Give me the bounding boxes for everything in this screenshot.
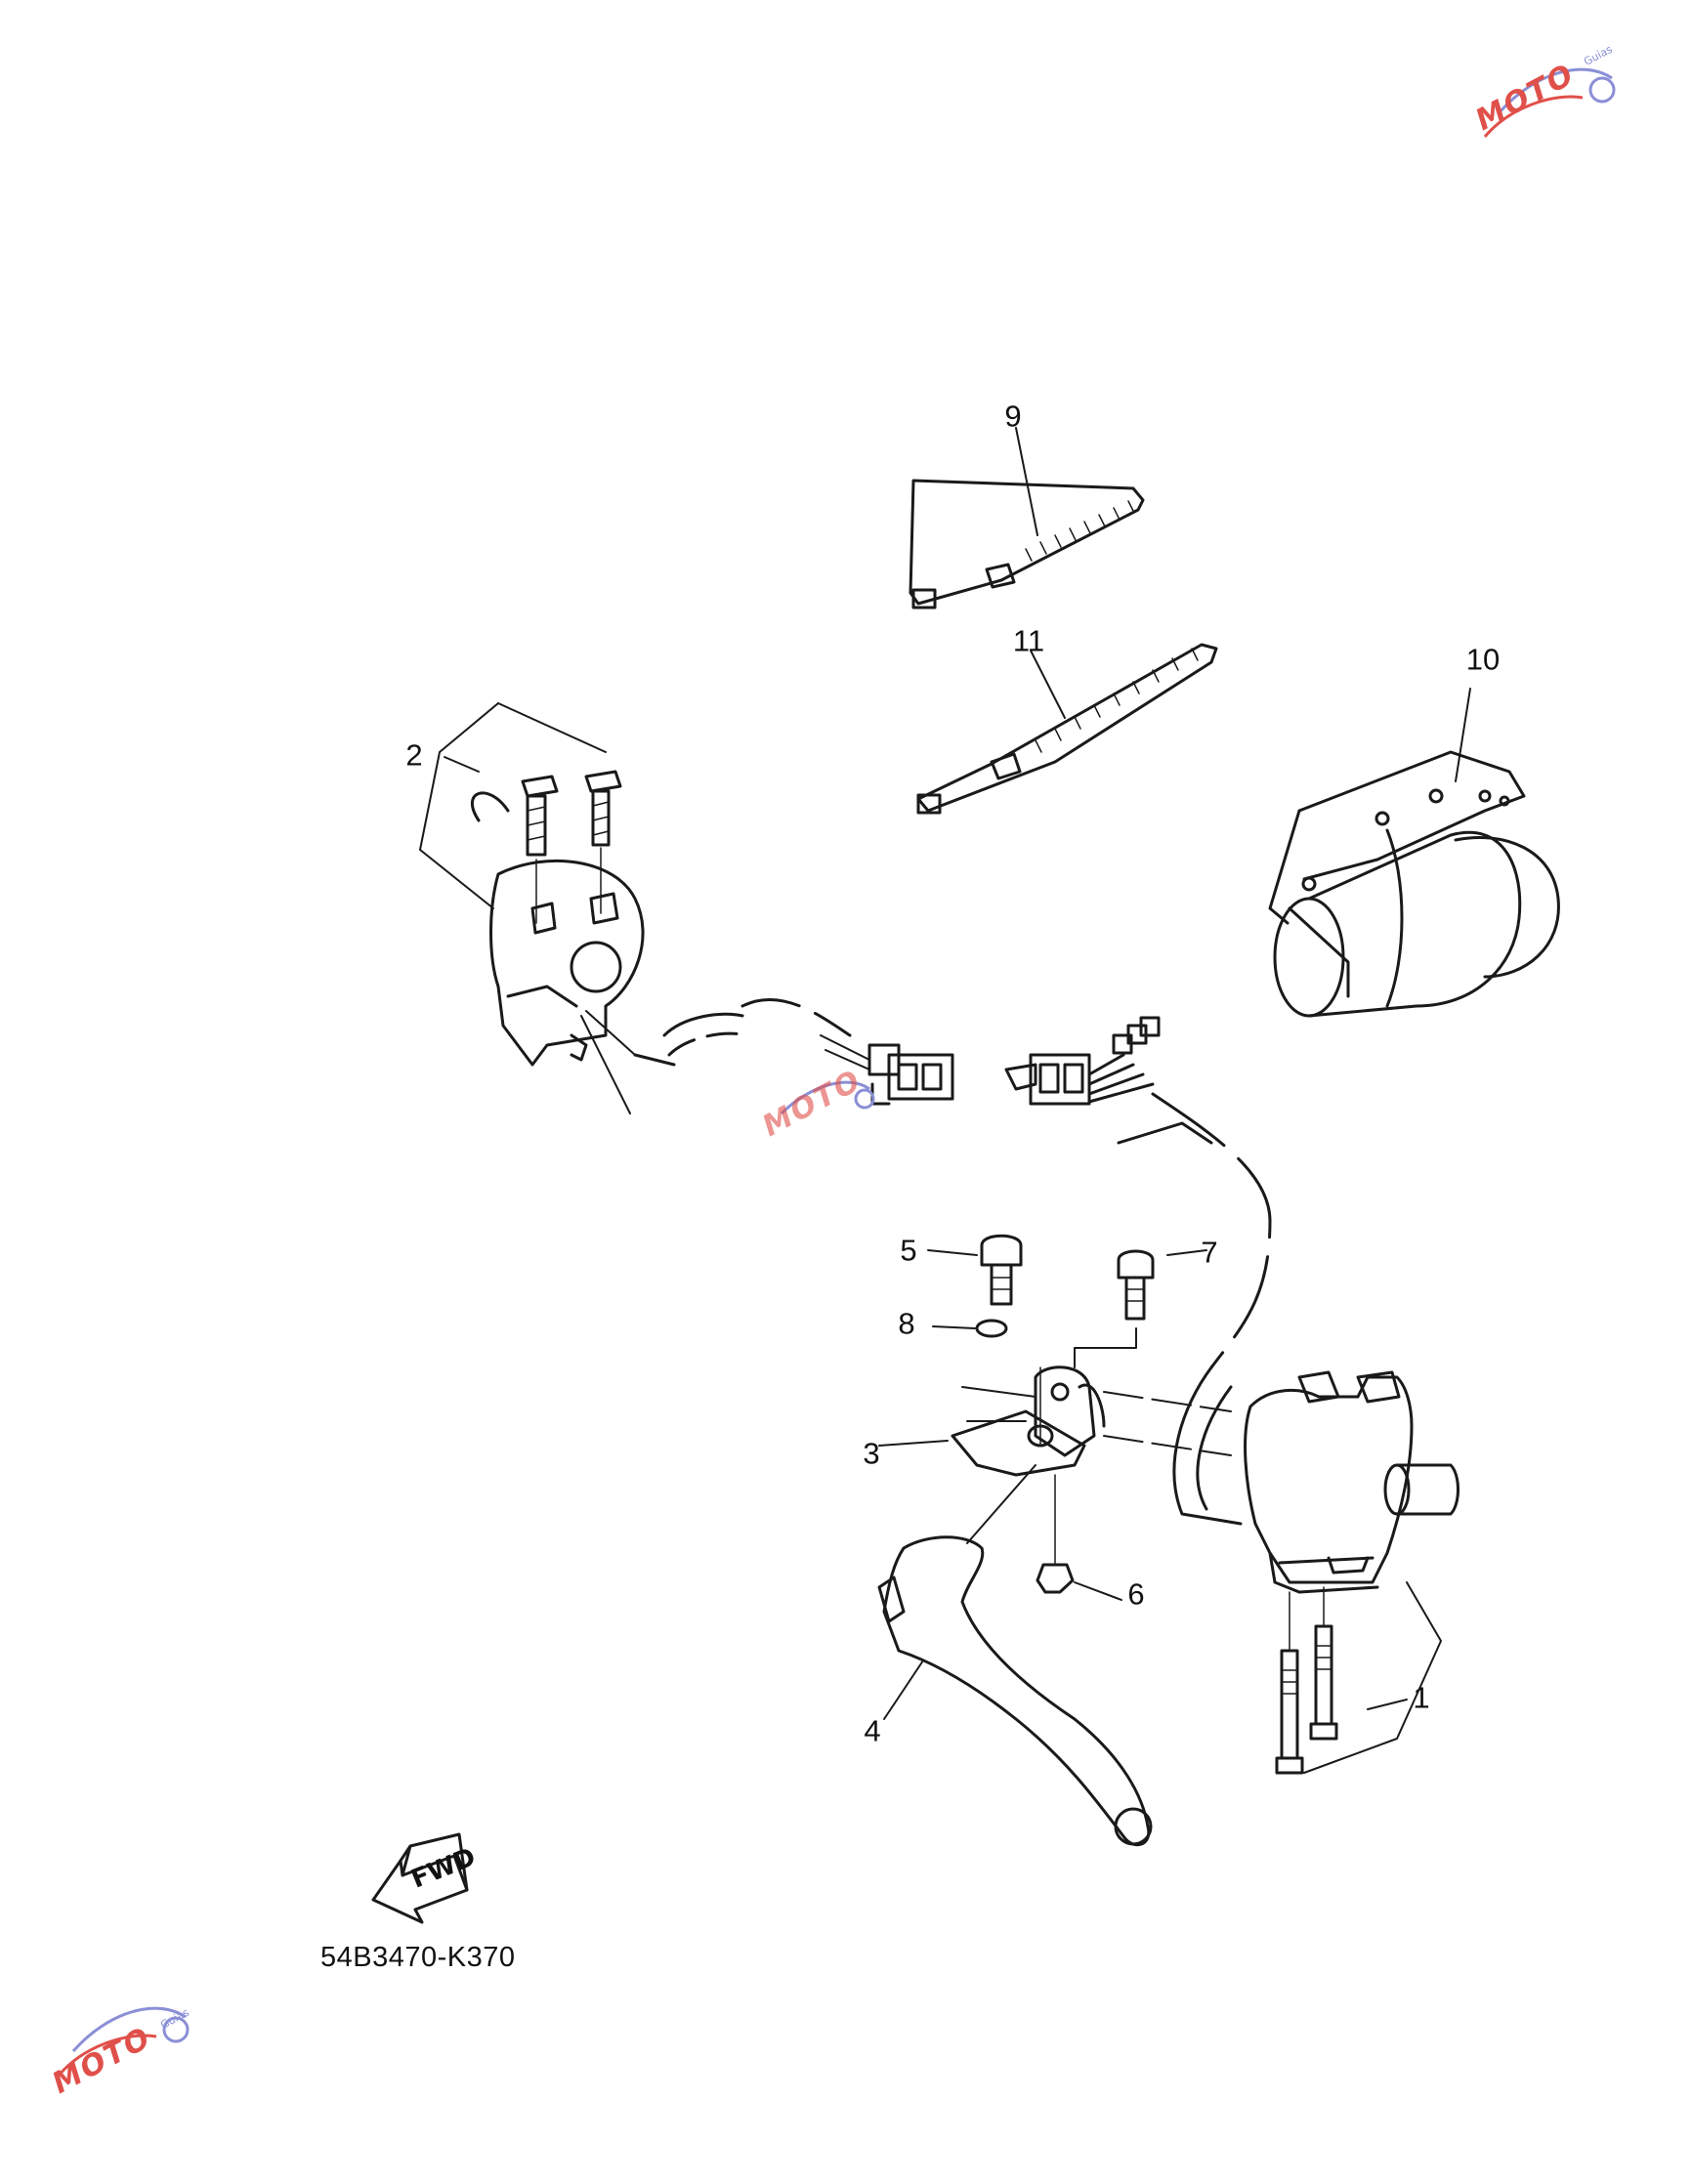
pivot-bolt-5	[980, 1234, 1023, 1306]
callout-11: 11	[1012, 623, 1045, 658]
diagram-code: 54B3470-K370	[320, 1942, 516, 1973]
switch-screw-1b	[1309, 1586, 1338, 1741]
watermark-logo-icon	[57, 67, 1616, 2077]
washer-8	[975, 1319, 1008, 1338]
left-connector	[867, 1043, 954, 1106]
cable-tie-11	[916, 643, 1218, 815]
right-handlebar-switch	[1244, 1370, 1459, 1594]
callout-1: 1	[1413, 1680, 1430, 1715]
callout-8: 8	[898, 1306, 915, 1341]
callout-6: 6	[1127, 1576, 1145, 1612]
left-handlebar-switch	[471, 791, 749, 1114]
switch-cover-10	[1268, 750, 1560, 1018]
nut-6	[1036, 1563, 1075, 1594]
cable-tie-9	[909, 479, 1145, 609]
bolt-7	[1117, 1249, 1155, 1321]
callout-5: 5	[900, 1233, 917, 1268]
switch-screw-1a	[1275, 1591, 1304, 1775]
callout-10: 10	[1465, 642, 1501, 677]
callout-9: 9	[1004, 399, 1022, 434]
callout-7: 7	[1201, 1235, 1218, 1270]
screw-2a	[521, 775, 559, 924]
fwd-arrow-icon	[371, 1832, 469, 1924]
callout-2: 2	[405, 737, 423, 773]
right-connector	[1004, 1016, 1213, 1145]
clutch-lever-4	[877, 1464, 1153, 1847]
callout-4: 4	[864, 1713, 881, 1748]
screw-2b	[584, 770, 622, 914]
callout-3: 3	[863, 1436, 880, 1471]
